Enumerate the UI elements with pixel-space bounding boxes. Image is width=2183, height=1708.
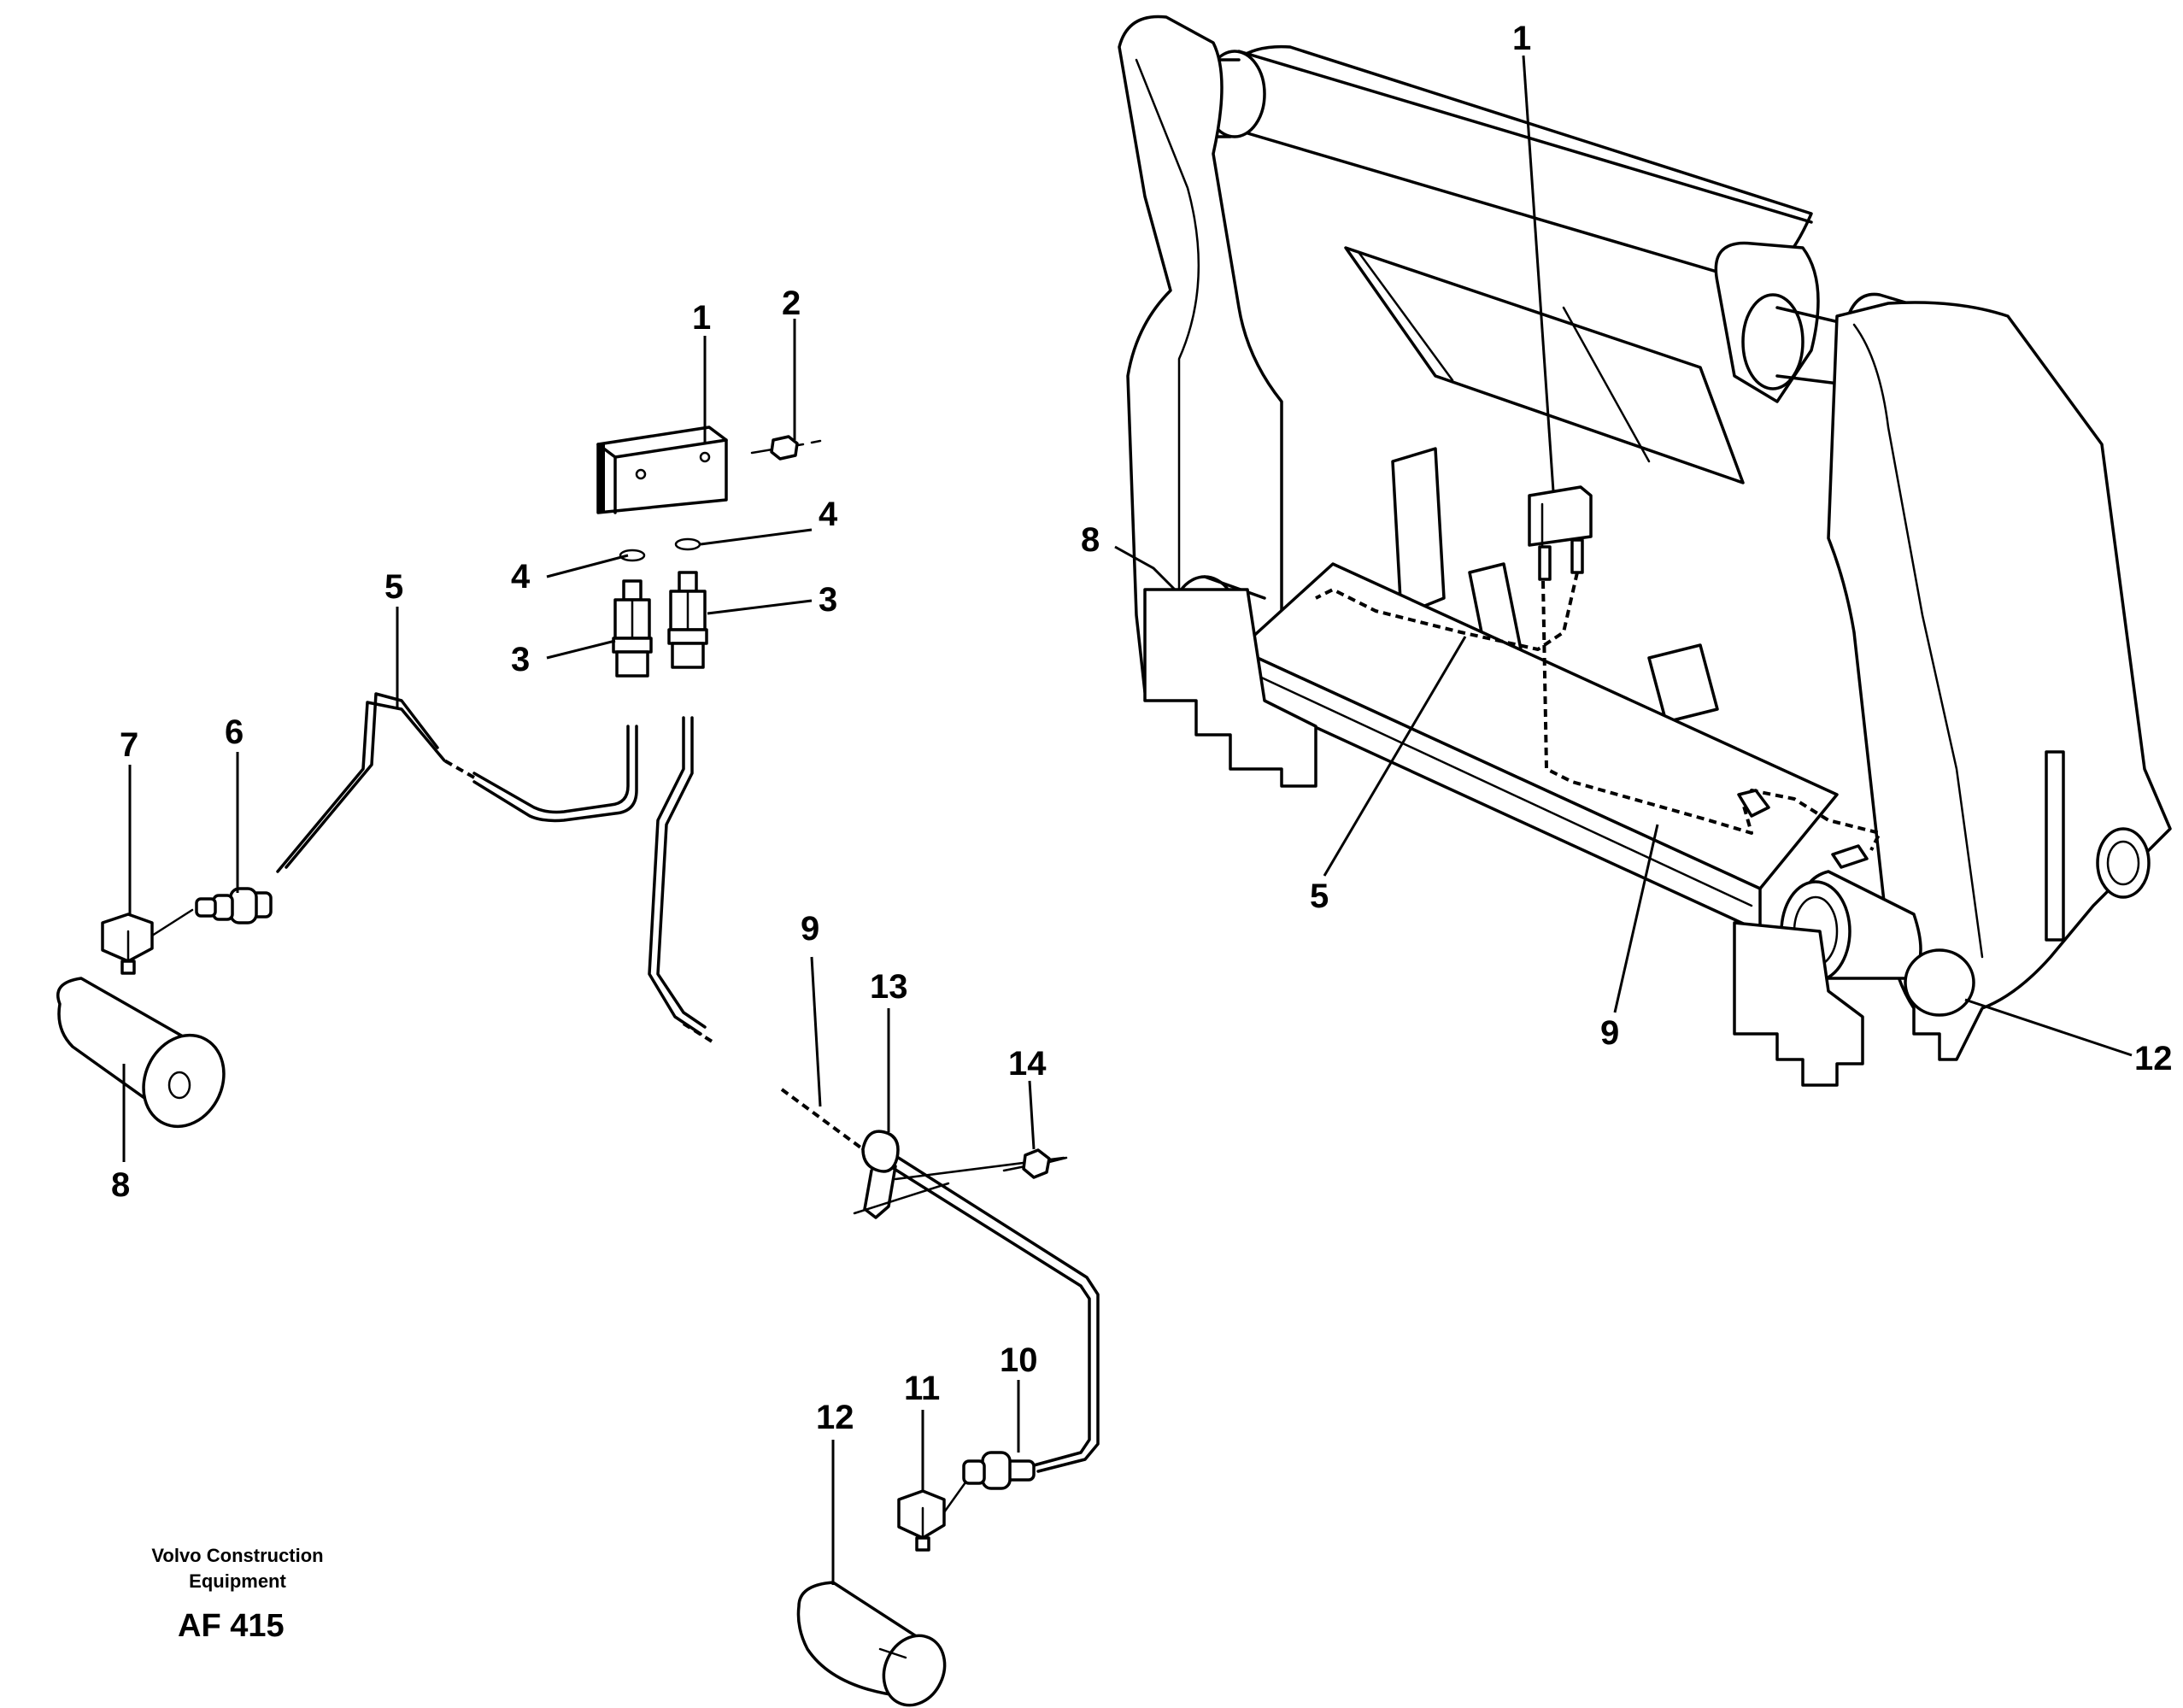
pin-8: [56, 977, 226, 1129]
leader-lines: [122, 55, 2133, 1585]
callout-bolt-2: 2: [782, 285, 801, 322]
pin-12: [796, 1581, 947, 1707]
lubrication-nipple-11: [897, 1481, 967, 1552]
callout-pipe-9: 9: [801, 910, 819, 948]
callout-union-3-left: 3: [511, 641, 530, 678]
callout-union-10: 10: [1000, 1341, 1038, 1379]
union-left: [612, 579, 653, 678]
callout-pin-12: 12: [816, 1399, 854, 1436]
union-right: [667, 571, 708, 669]
callout-pin-8: 8: [111, 1166, 130, 1204]
distribution-block: [596, 426, 728, 514]
bolt: [750, 435, 822, 461]
callout-washer-4-left: 4: [511, 558, 531, 596]
callout-union-6: 6: [225, 713, 244, 751]
union-6: [195, 887, 273, 924]
footer: Volvo Construction Equipment AF 415: [151, 1545, 323, 1644]
lubrication-nipple-7: [101, 908, 194, 975]
callouts: 1 2 4 4 3 3 5 6 7 8 9 13 14 10 11 12 1 8…: [111, 20, 2173, 1436]
callout-frame-pipe-9: 9: [1600, 1014, 1619, 1052]
sealing-washer-right: [674, 537, 701, 551]
callout-washer-4-right: 4: [819, 496, 838, 533]
union-10: [962, 1451, 1036, 1490]
callout-frame-block-1: 1: [1512, 20, 1531, 57]
company-name-line-1: Volvo Construction: [151, 1545, 323, 1566]
pipe-9: [648, 716, 1100, 1473]
callout-union-3-right: 3: [819, 581, 837, 619]
callout-frame-pipe-5: 5: [1310, 877, 1329, 915]
drawing-code: AF 415: [178, 1608, 285, 1644]
screw-14: [1002, 1148, 1068, 1179]
callout-clamp-13: 13: [870, 968, 908, 1006]
callout-screw-14: 14: [1008, 1045, 1047, 1083]
callout-pipe-5: 5: [384, 568, 403, 606]
quick-coupler-frame: [1118, 15, 2172, 1087]
callout-frame-pin-8: 8: [1081, 521, 1100, 559]
callout-nipple-7: 7: [120, 726, 138, 764]
callout-nipple-11: 11: [904, 1370, 940, 1407]
pipe-5: [276, 692, 638, 873]
company-name-line-2: Equipment: [189, 1570, 286, 1592]
callout-block-1: 1: [692, 299, 711, 337]
callout-frame-pin-12: 12: [2134, 1040, 2173, 1077]
sealing-washer-left: [619, 549, 646, 562]
